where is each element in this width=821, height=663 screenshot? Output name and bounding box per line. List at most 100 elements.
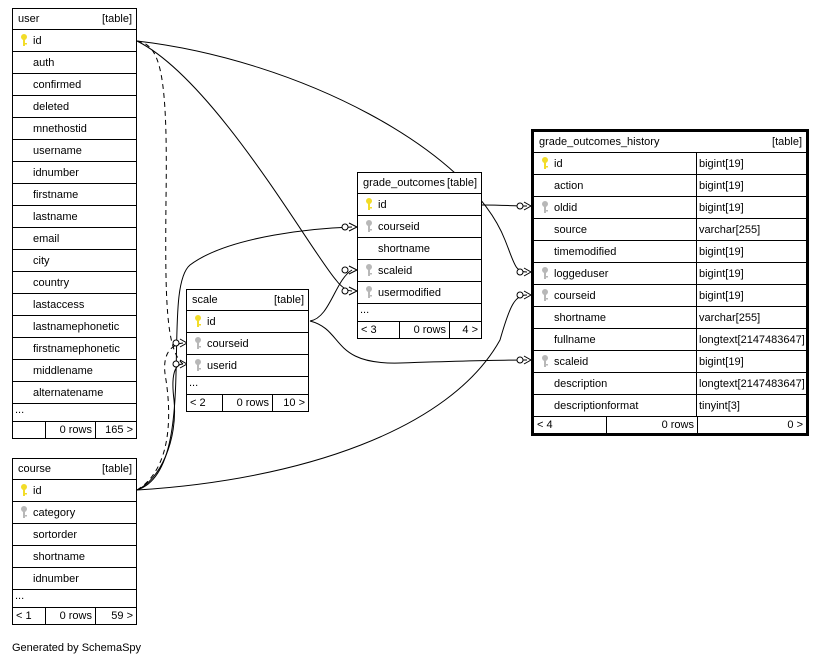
primary-key-icon	[17, 30, 31, 51]
column-row[interactable]: firstnamephonetic	[13, 338, 136, 360]
key-spacer	[17, 140, 31, 161]
column-name: idnumber	[33, 166, 79, 179]
column-type: longtext[2147483647]	[696, 373, 806, 394]
table-name: grade_outcomes_history	[539, 136, 660, 148]
column-row[interactable]: scaleid	[358, 260, 481, 282]
footer-children: 0 >	[787, 419, 803, 431]
column-row[interactable]: userid	[187, 355, 308, 377]
column-type: bigint[19]	[696, 197, 806, 218]
column-row[interactable]: id	[13, 30, 136, 52]
column-row[interactable]: middlename	[13, 360, 136, 382]
column-name: firstname	[33, 188, 79, 201]
column-name: auth	[33, 56, 55, 69]
column-row[interactable]: deleted	[13, 96, 136, 118]
column-row[interactable]: idnumber	[13, 568, 136, 590]
endpoint-circle	[516, 268, 524, 276]
endpoint-circle	[516, 356, 524, 364]
key-spacer	[17, 272, 31, 293]
endpoint-circle	[516, 202, 524, 210]
column-name: oldid	[554, 201, 578, 214]
column-row[interactable]: id	[13, 480, 136, 502]
column-name: lastaccess	[33, 298, 85, 311]
more-rows: ...	[358, 304, 481, 322]
column-row[interactable]: auth	[13, 52, 136, 74]
footer-children: 10 >	[283, 397, 305, 409]
table-tag: [table]	[274, 294, 304, 306]
column-name: id	[378, 198, 387, 211]
table-tag: [table]	[447, 177, 477, 189]
footer-children: 4 >	[462, 324, 478, 336]
key-spacer	[17, 52, 31, 73]
column-type: bigint[19]	[696, 175, 806, 196]
crowfoot	[523, 290, 533, 300]
primary-key-icon	[362, 194, 376, 215]
column-row[interactable]: idnumber	[13, 162, 136, 184]
key-spacer	[538, 329, 552, 350]
column-name: lastnamephonetic	[33, 320, 120, 333]
column-row[interactable]: id	[358, 194, 481, 216]
endpoint-circle	[341, 266, 349, 274]
column-type: bigint[19]	[696, 241, 806, 262]
column-row[interactable]: alternatename	[13, 382, 136, 404]
crowfoot	[348, 286, 359, 296]
rel-user-scale-dashed	[136, 40, 184, 365]
key-spacer	[538, 395, 552, 416]
table-name: grade_outcomes	[363, 177, 445, 189]
primary-key-icon	[538, 153, 552, 174]
column-row[interactable]: firstname	[13, 184, 136, 206]
column-name: mnethostid	[33, 122, 87, 135]
column-row[interactable]: action bigint[19]	[534, 175, 806, 197]
column-row[interactable]: username	[13, 140, 136, 162]
column-row[interactable]: courseid	[187, 333, 308, 355]
column-row[interactable]: mnethostid	[13, 118, 136, 140]
column-row[interactable]: email	[13, 228, 136, 250]
column-row[interactable]: lastaccess	[13, 294, 136, 316]
column-name: city	[33, 254, 50, 267]
column-row[interactable]: country	[13, 272, 136, 294]
crowfoot	[348, 265, 359, 275]
key-spacer	[17, 568, 31, 589]
key-spacer	[17, 316, 31, 337]
column-row[interactable]: courseid	[358, 216, 481, 238]
column-type: bigint[19]	[696, 153, 806, 174]
column-name: description	[554, 377, 608, 390]
column-row[interactable]: usermodified	[358, 282, 481, 304]
table-grade-outcomes[interactable]: grade_outcomes [table] id courseid shortna…	[357, 172, 482, 339]
column-row[interactable]: city	[13, 250, 136, 272]
footer-rows: 0 rows	[607, 417, 698, 433]
column-name: courseid	[554, 289, 596, 302]
table-footer: 0 rows 165 >	[13, 422, 136, 438]
column-name: action	[554, 179, 584, 192]
key-spacer	[17, 382, 31, 403]
column-row[interactable]: shortname	[13, 546, 136, 568]
column-row[interactable]: description longtext[2147483647]	[534, 373, 806, 395]
column-name: email	[33, 232, 60, 245]
column-row[interactable]: oldid bigint[19]	[534, 197, 806, 219]
column-row[interactable]: lastnamephonetic	[13, 316, 136, 338]
footer-rows: 0 rows	[400, 322, 450, 338]
column-row[interactable]: id	[187, 311, 308, 333]
column-row[interactable]: shortname	[358, 238, 481, 260]
column-row[interactable]: confirmed	[13, 74, 136, 96]
column-name: shortname	[378, 242, 430, 255]
key-spacer	[362, 238, 376, 259]
column-row[interactable]: category	[13, 502, 136, 524]
column-row[interactable]: sortorder	[13, 524, 136, 546]
column-row[interactable]: lastname	[13, 206, 136, 228]
key-spacer	[538, 307, 552, 328]
table-tag: [table]	[772, 136, 802, 148]
key-spacer	[17, 360, 31, 381]
